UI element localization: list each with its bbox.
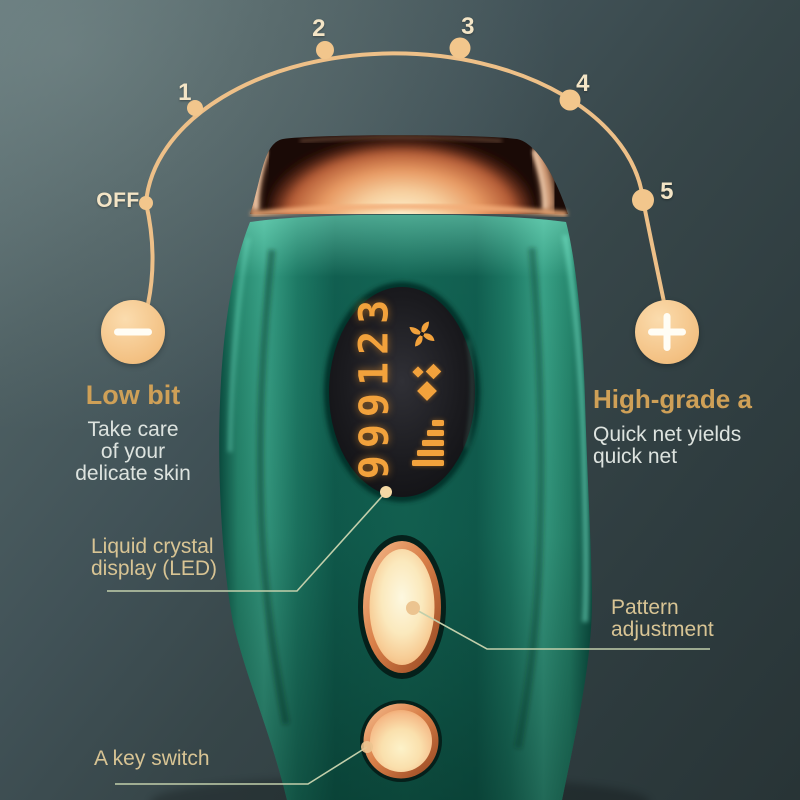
callout-leader-lines (107, 491, 710, 785)
callout-key-dot (361, 741, 373, 753)
high-intensity-block: High-grade a Quick net yields quick net (593, 384, 752, 468)
low-intensity-line-3: delicate skin (75, 462, 191, 485)
callout-key-switch-text: A key switch (94, 747, 210, 770)
dial-dot-off (139, 196, 153, 210)
dial-arc-path (144, 51, 645, 205)
dial-arc-left-tail (144, 201, 155, 306)
dial-label-3: 3 (461, 13, 475, 40)
intensity-bars-icon (404, 420, 444, 466)
callout-key-switch-label: A key switch (94, 748, 210, 770)
low-intensity-block: Low bit Take care of your delicate skin (43, 380, 223, 485)
dial-dot-4 (559, 89, 581, 111)
callout-pattern-dot (406, 601, 420, 615)
dial-arc-right-tail (641, 198, 666, 304)
dial-label-4: 4 (576, 70, 590, 97)
callout-pattern-line-2: adjustment (611, 618, 714, 641)
dial-dot-3 (449, 37, 471, 59)
dial-label-2: 2 (312, 15, 326, 42)
high-intensity-line-2: quick net (593, 445, 678, 468)
callout-lcd-line-1: Liquid crystal (91, 535, 214, 558)
callout-lcd-line (107, 491, 387, 592)
callout-lcd-line-2: display (LED) (91, 557, 218, 580)
dial-dot-5 (632, 189, 654, 211)
increase-intensity-badge (635, 300, 699, 364)
dial-label-off: OFF (96, 189, 140, 212)
low-intensity-line-2: of your (100, 440, 166, 463)
lamp-head (250, 135, 568, 217)
pattern-adjustment-button (358, 535, 446, 679)
callout-lcd-label: Liquid crystal display (LED) (91, 536, 217, 580)
callout-lcd-dot (380, 486, 392, 498)
decrease-intensity-badge (101, 300, 165, 364)
minus-icon (114, 328, 152, 336)
fan-icon (404, 316, 440, 352)
dial-label-5: 5 (660, 178, 674, 205)
dial-level-dots (139, 37, 654, 211)
callout-pattern-line (412, 607, 710, 650)
low-intensity-line-1: Take care (87, 418, 179, 441)
dial-dot-1 (187, 100, 203, 116)
low-intensity-title: Low bit (85, 380, 181, 410)
key-switch-button (360, 700, 442, 782)
dial-label-1: 1 (178, 79, 192, 106)
callout-pattern-line-1: Pattern (611, 596, 679, 619)
copper-rim (250, 204, 568, 217)
high-intensity-title: High-grade a (593, 384, 752, 414)
plus-icon-vertical (663, 313, 671, 351)
dial-dot-2 (316, 41, 334, 59)
callout-pattern-label: Pattern adjustment (611, 597, 714, 641)
callout-key-line (115, 746, 368, 785)
high-intensity-line-1: Quick net yields (593, 423, 742, 446)
